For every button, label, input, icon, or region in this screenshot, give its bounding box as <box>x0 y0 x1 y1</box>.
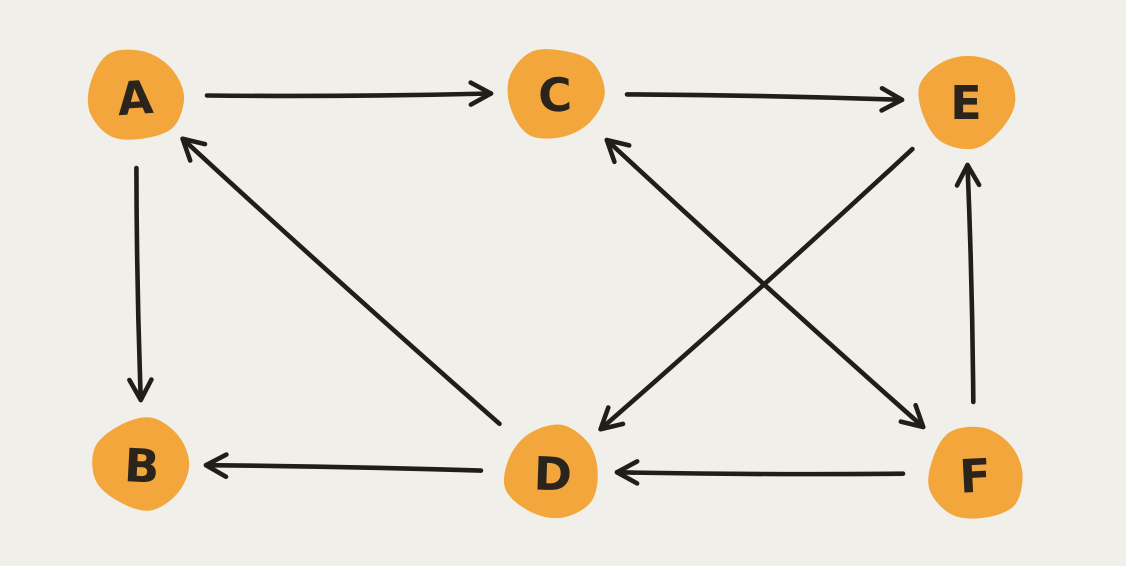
edge-C-F <box>604 137 926 430</box>
arrowhead-icon <box>598 405 626 432</box>
arrowhead-icon <box>604 137 632 165</box>
graph-node-D: D <box>504 424 598 519</box>
arrowhead-icon <box>468 80 494 107</box>
node-circle <box>918 55 1016 150</box>
edge-line <box>965 162 976 405</box>
edge-F-E <box>954 162 982 405</box>
node-label: C <box>537 67 573 122</box>
graph-node-A: A <box>87 49 185 140</box>
edge-line <box>180 136 502 427</box>
node-label: B <box>123 438 161 494</box>
graph-node-F: F <box>928 426 1023 519</box>
edge-E-D <box>598 146 915 432</box>
arrowhead-icon <box>614 459 640 486</box>
edge-C-E <box>624 86 905 113</box>
arrowhead-icon <box>203 452 229 479</box>
arrowhead-icon <box>180 136 208 163</box>
edge-line <box>134 165 144 403</box>
node-label: A <box>115 70 155 126</box>
arrowhead-icon <box>954 162 982 188</box>
edge-A-C <box>204 80 494 107</box>
node-label: F <box>958 448 992 504</box>
edge-line <box>598 146 915 432</box>
edge-line <box>203 462 484 473</box>
arrowhead-icon <box>127 377 154 403</box>
arrowhead-icon <box>898 402 926 430</box>
graph-node-B: B <box>92 417 190 511</box>
edge-F-D <box>614 459 906 486</box>
node-label: D <box>533 446 573 501</box>
node-circle <box>928 426 1023 519</box>
edge-D-B <box>203 452 484 479</box>
edge-A-B <box>127 165 154 403</box>
edge-line <box>604 137 926 430</box>
graph-node-C: C <box>507 49 605 139</box>
graph-node-E: E <box>918 55 1016 150</box>
node-label: E <box>950 76 981 130</box>
edge-line <box>204 91 494 99</box>
edge-line <box>614 470 906 477</box>
node-circle <box>87 49 185 140</box>
node-circle <box>507 49 605 139</box>
edge-layer <box>127 80 982 486</box>
node-circle <box>92 417 190 511</box>
edge-line <box>624 92 905 103</box>
node-circle <box>504 424 598 519</box>
edge-D-A <box>180 136 502 427</box>
arrowhead-icon <box>879 86 905 113</box>
node-layer: A B C D E F <box>87 49 1023 519</box>
